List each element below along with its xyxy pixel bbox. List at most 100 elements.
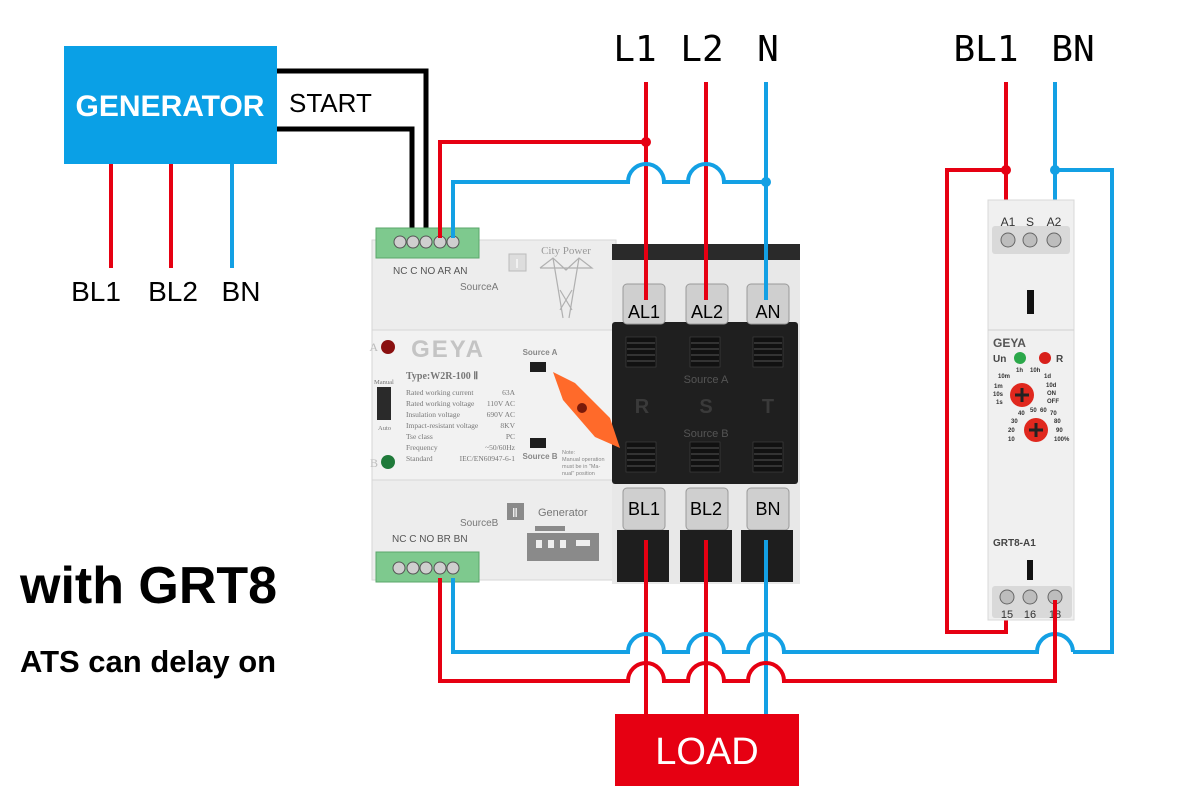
time-scale-tick: 10m: [998, 374, 1010, 380]
percent-scale-tick: 70: [1050, 411, 1057, 417]
indicator-a-label: A: [369, 340, 378, 354]
caption-subtitle: ATS can delay on: [20, 644, 276, 679]
terminal-al2: AL2: [691, 302, 723, 322]
time-scale-tick: ON: [1047, 391, 1056, 397]
note-line: must be in "Ma-: [562, 464, 600, 470]
start-wire-1: [277, 68, 429, 236]
source-a-slot: [530, 362, 546, 372]
wire-an-feed: [451, 162, 766, 238]
terminal-bl2: BL2: [690, 499, 722, 519]
time-scale-tick: 1m: [994, 384, 1003, 390]
percent-scale-tick: 80: [1054, 419, 1061, 425]
wire-relay-loop-red: [945, 168, 1008, 634]
city-power-label: City Power: [541, 245, 591, 257]
percent-scale-tick: 30: [1011, 419, 1018, 425]
gen-output-label: BL2: [148, 276, 198, 307]
led-un: [1014, 352, 1026, 364]
terminal-al1: AL1: [628, 302, 660, 322]
percent-scale-tick: 60: [1040, 408, 1047, 414]
time-scale-tick: 10d: [1046, 383, 1057, 389]
wire-br-control: [438, 578, 1057, 683]
spec-value: PC: [506, 432, 515, 441]
relay-model: GRT8-A1: [993, 538, 1036, 549]
led-r-label: R: [1056, 354, 1064, 365]
wire-relay-loop-blue: [1055, 168, 1114, 654]
time-scale-tick: 1s: [996, 400, 1003, 406]
time-scale-tick: 1d: [1044, 374, 1051, 380]
ats-spec-table: Rated working current 63A Rated working vo…: [406, 388, 516, 463]
spec-value: 690V AC: [487, 410, 515, 419]
panel-source-a: Source A: [684, 374, 729, 386]
gen-output-label: BL1: [71, 276, 121, 307]
spec-name: Rated working voltage: [406, 399, 475, 408]
wire-ar-feed: [438, 140, 646, 238]
mains-label-n: N: [757, 29, 779, 70]
source-b-slot: [530, 438, 546, 448]
spec-name: Frequency: [406, 443, 438, 452]
spec-name: Standard: [406, 454, 433, 463]
ats-switch: Source A R S T Source B NC C NO AR AN So…: [369, 227, 800, 584]
indicator-b-label: B: [370, 456, 378, 470]
mode-auto-label: Auto: [378, 425, 391, 432]
ats-phase-panel: [612, 322, 798, 484]
spec-name: Insulation voltage: [406, 410, 461, 419]
time-scale-tick: 1h: [1016, 368, 1023, 374]
mode-manual-label: Manual: [374, 379, 394, 386]
generator-label: GENERATOR: [76, 90, 265, 123]
relay-terminal-15: 15: [1001, 609, 1013, 621]
spec-name: Impact-resistant voltage: [406, 421, 479, 430]
relay-supply-label-bn: BN: [1051, 29, 1094, 70]
source-a-terminal-labels: NC C NO AR AN: [393, 266, 467, 277]
source-b-label: SourceB: [460, 518, 499, 529]
spec-name: Rated working current: [406, 388, 474, 397]
led-un-label: Un: [993, 354, 1006, 365]
relay-brand-logo: GEYA: [993, 336, 1026, 350]
mains-label-l1: L1: [613, 29, 656, 70]
phase-r: R: [635, 396, 650, 418]
time-scale-tick: OFF: [1047, 399, 1059, 405]
percent-scale-tick: 50: [1030, 408, 1037, 414]
note-line: Manual operation: [562, 457, 605, 463]
relay-terminal-s: S: [1026, 215, 1034, 229]
terminal-an: AN: [755, 302, 780, 322]
terminal-bn: BN: [755, 499, 780, 519]
percent-scale-tick: 10: [1008, 437, 1015, 443]
source-a-roman: Ⅰ: [515, 257, 519, 271]
spec-value: IEC/EN60947-6-1: [460, 454, 516, 463]
time-scale-tick: 10h: [1030, 368, 1041, 374]
led-r: [1039, 352, 1051, 364]
source-a-label: SourceA: [460, 282, 499, 293]
switch-source-a-label: Source A: [523, 348, 558, 357]
mains-label-l2: L2: [680, 29, 723, 70]
load-box: [615, 714, 799, 786]
spec-value: ~50/60Hz: [485, 443, 516, 452]
spec-value: 8KV: [500, 421, 515, 430]
phase-t: T: [762, 396, 774, 418]
generator-box: [64, 46, 277, 164]
indicator-a-led: [381, 340, 395, 354]
spec-name: Tse class: [406, 432, 433, 441]
indicator-b-led: [381, 455, 395, 469]
wire-bn-control: [451, 578, 1075, 654]
percent-scale-tick: 100%: [1054, 437, 1070, 443]
relay-terminal-a1: A1: [1001, 215, 1016, 229]
percent-scale-tick: 40: [1018, 411, 1025, 417]
percent-scale-tick: 90: [1056, 428, 1063, 434]
start-label: START: [289, 88, 372, 118]
time-scale-tick: 10s: [993, 392, 1004, 398]
panel-source-b: Source B: [683, 428, 728, 440]
source-b-terminal-labels: NC C NO BR BN: [392, 534, 468, 545]
spec-value: 110V AC: [487, 399, 515, 408]
spec-value: 63A: [502, 388, 516, 397]
manual-auto-switch: [377, 387, 391, 420]
terminal-bl1: BL1: [628, 499, 660, 519]
note-line: nual" position: [562, 471, 595, 477]
gen-output-label: BN: [222, 276, 261, 307]
note-line: Note:: [562, 450, 576, 456]
start-wire-2: [277, 126, 415, 236]
relay-supply-label-bl1: BL1: [953, 29, 1018, 70]
